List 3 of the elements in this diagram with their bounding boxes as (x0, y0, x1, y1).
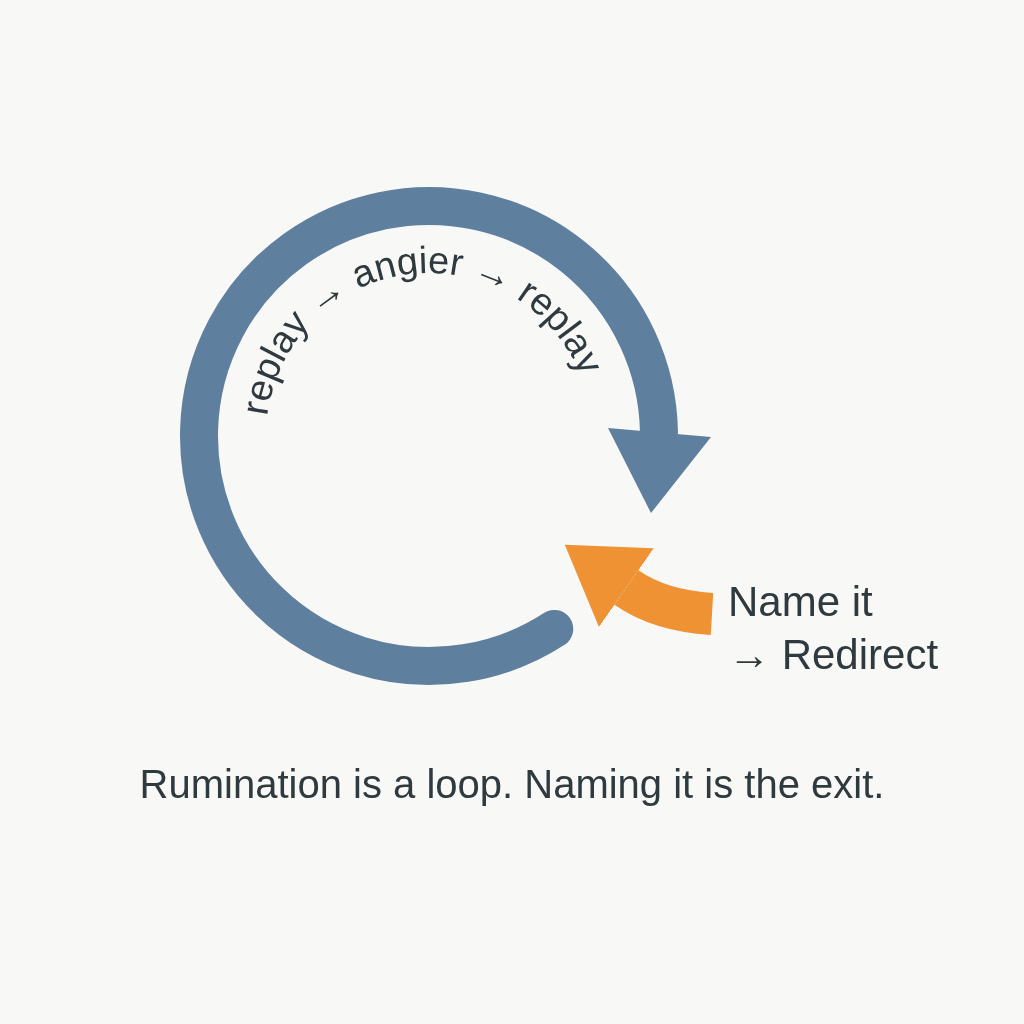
instruction-text: Name it → Redirect (728, 577, 939, 680)
caption: Rumination is a loop. Naming it is the exit. (139, 762, 885, 806)
curved-arrow (563, 546, 714, 635)
